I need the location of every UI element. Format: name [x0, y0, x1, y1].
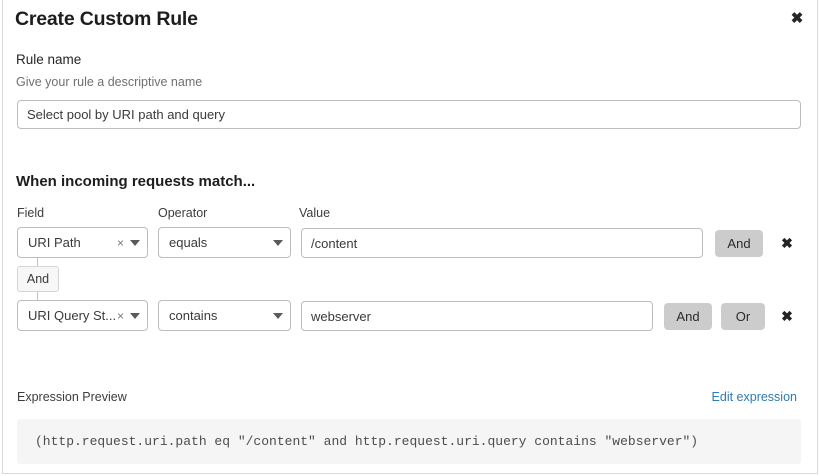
and-button-row-1[interactable]: And: [715, 230, 763, 257]
expression-preview-code: (http.request.uri.path eq "/content" and…: [35, 434, 699, 449]
field-select-value-row-1: URI Path: [28, 235, 81, 250]
edit-expression-link[interactable]: Edit expression: [711, 390, 797, 404]
clear-icon-row-1[interactable]: ×: [116, 235, 124, 250]
expression-preview-box: (http.request.uri.path eq "/content" and…: [17, 419, 801, 464]
rule-name-label: Rule name: [16, 52, 82, 67]
operator-select-row-1[interactable]: equals: [158, 227, 291, 258]
value-input-row-2[interactable]: [301, 301, 653, 331]
column-header-field: Field: [17, 206, 45, 220]
connector-line-bottom: [37, 292, 38, 301]
chevron-down-icon-row-1: [130, 239, 140, 246]
operator-select-value-row-1: equals: [169, 235, 208, 250]
chevron-down-icon-operator-row-1: [273, 239, 283, 246]
close-icon[interactable]: ✖: [790, 9, 804, 27]
match-section-heading: When incoming requests match...: [16, 173, 256, 190]
connector-line-top: [37, 258, 38, 267]
or-button-row-2[interactable]: Or: [721, 303, 765, 330]
field-select-row-1[interactable]: URI Path ×: [17, 227, 148, 258]
rule-name-hint: Give your rule a descriptive name: [16, 75, 203, 89]
column-header-value: Value: [299, 206, 331, 220]
operator-select-value-row-2: contains: [169, 308, 218, 323]
operator-select-row-2[interactable]: contains: [158, 300, 291, 331]
chevron-down-icon-row-2: [130, 312, 140, 319]
field-select-value-row-2: URI Query St...: [28, 308, 115, 323]
page-title: Create Custom Rule: [15, 8, 198, 30]
clear-icon-row-2[interactable]: ×: [116, 308, 124, 323]
expression-preview-label: Expression Preview: [17, 390, 127, 404]
row-connector-and-badge[interactable]: And: [17, 266, 59, 292]
column-header-operator: Operator: [158, 206, 208, 220]
value-input-row-1[interactable]: [301, 228, 703, 258]
rule-name-input[interactable]: [17, 100, 801, 129]
remove-row-icon-row-1[interactable]: ✖: [781, 235, 793, 251]
chevron-down-icon-operator-row-2: [273, 312, 283, 319]
remove-row-icon-row-2[interactable]: ✖: [781, 308, 793, 324]
field-select-row-2[interactable]: URI Query St... ×: [17, 300, 148, 331]
and-button-row-2[interactable]: And: [664, 303, 712, 330]
